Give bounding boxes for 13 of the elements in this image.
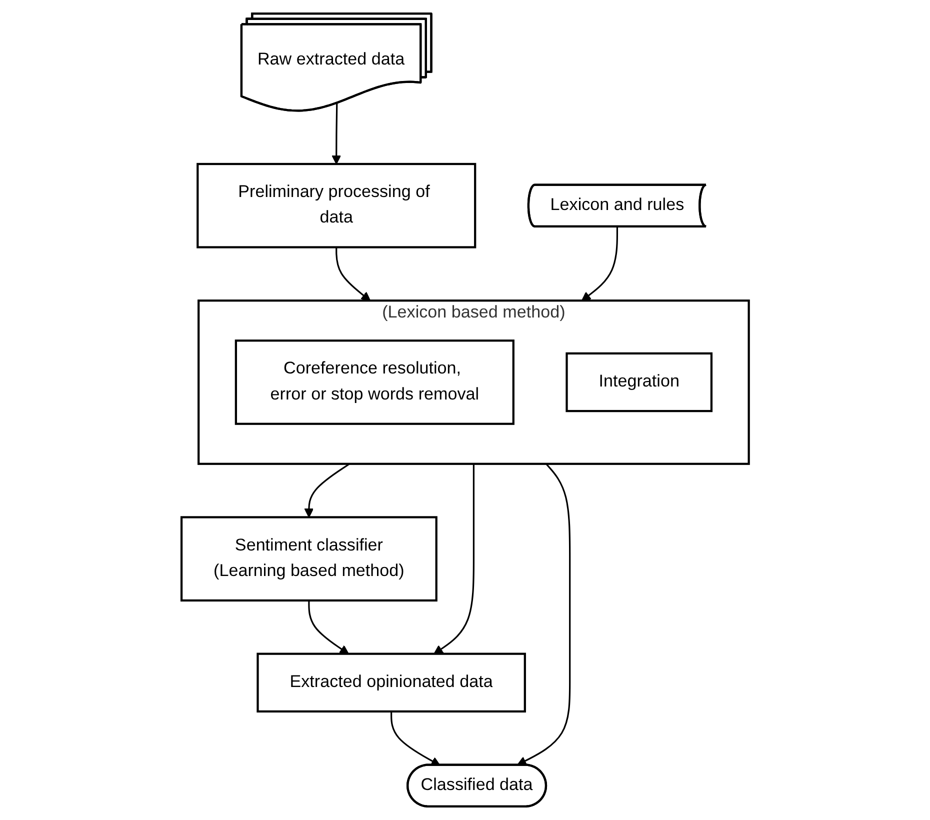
node-box: Integration bbox=[566, 352, 712, 412]
arrow bbox=[304, 463, 350, 518]
arrow bbox=[433, 464, 474, 654]
node-box: Coreference resolution, error or stop words removal bbox=[234, 340, 514, 425]
arrow bbox=[581, 226, 618, 302]
node-box: Preliminary processing of data bbox=[196, 162, 476, 248]
arrow bbox=[335, 247, 370, 302]
node-box: Sentiment classifier (Learning based method) bbox=[180, 516, 438, 602]
arrow bbox=[332, 103, 341, 164]
arrow bbox=[390, 711, 440, 766]
arrow bbox=[516, 463, 570, 766]
node-box: Extracted opinionated data bbox=[256, 652, 526, 713]
arrow bbox=[308, 600, 349, 654]
